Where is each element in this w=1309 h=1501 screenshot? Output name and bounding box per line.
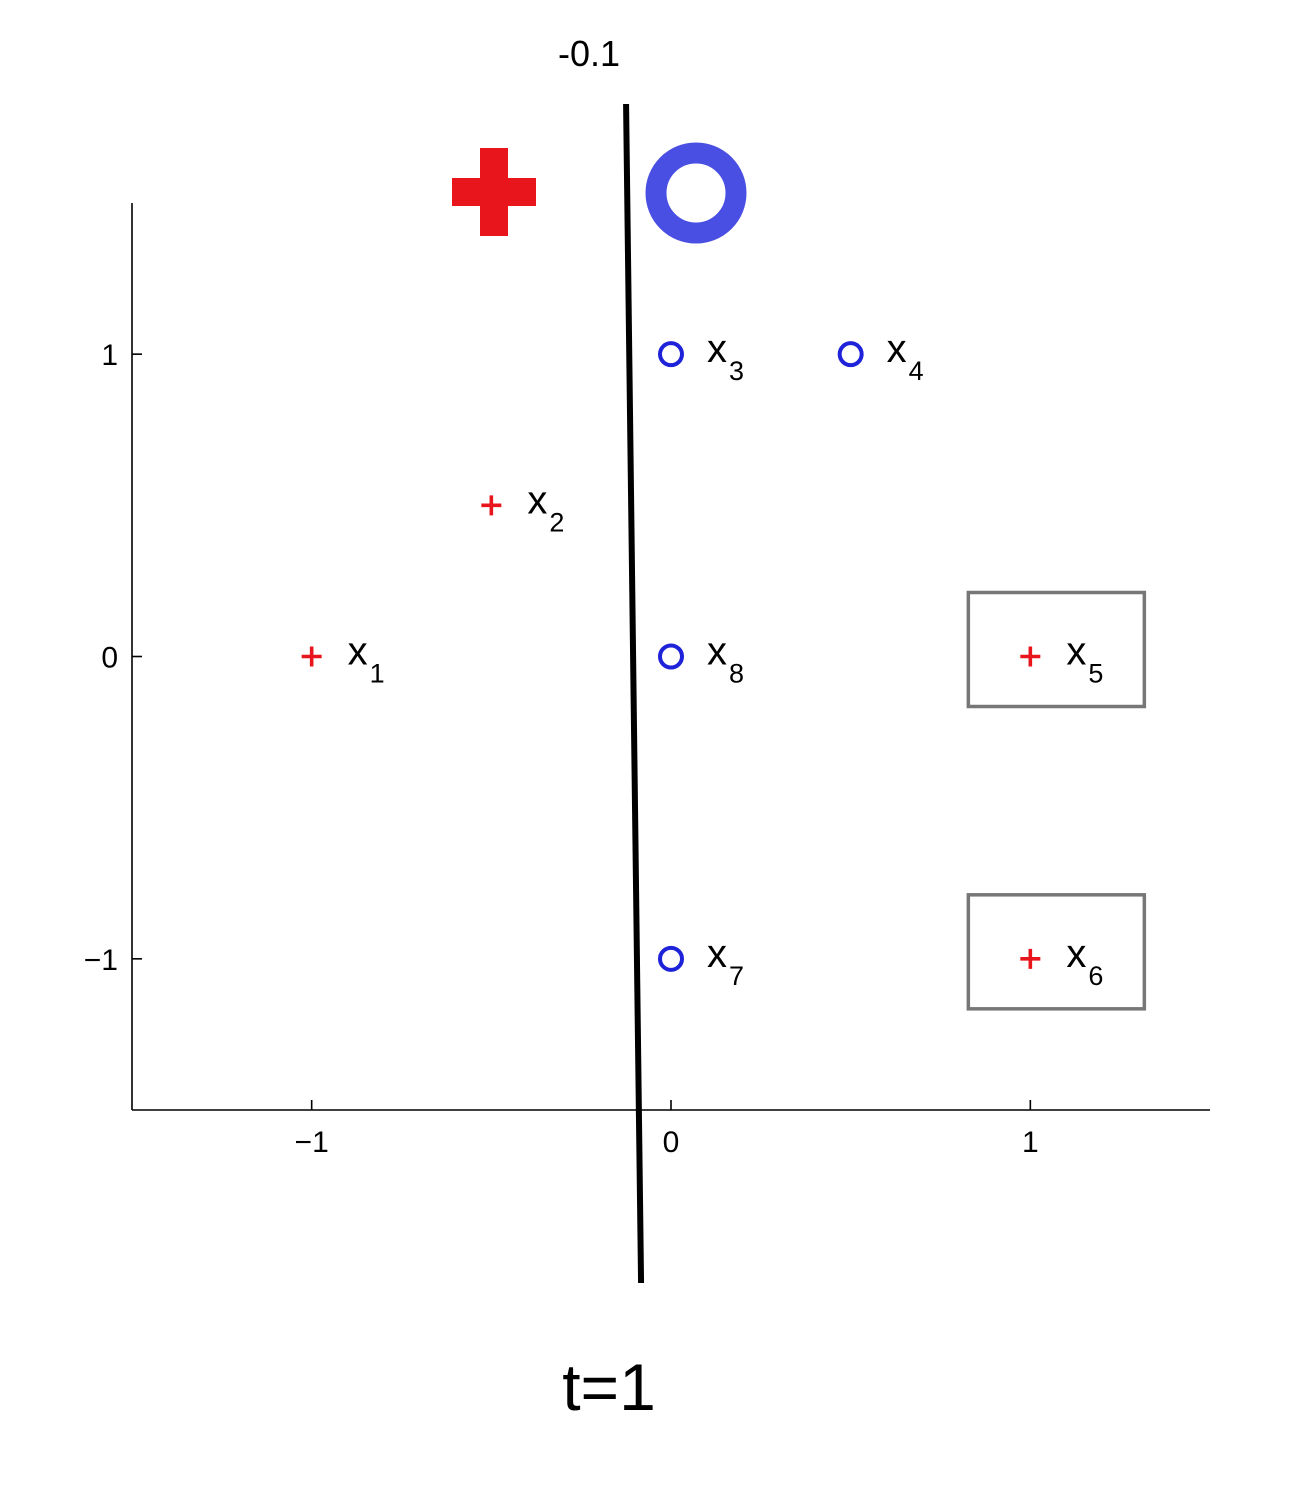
circle-marker [658,945,684,972]
point-label-subscript: 8 [729,659,744,689]
x-tick-label: 0 [663,1126,680,1159]
point-label: x [1066,932,1086,976]
highlight-box [966,893,1147,1011]
point-label-subscript: 5 [1088,659,1103,689]
circle-marker [837,341,864,368]
point-label-subscript: 2 [549,507,564,537]
point-label: x [348,630,368,674]
point-label: x [707,327,727,371]
plus-marker [481,495,502,516]
point-label-subscript: 6 [1088,961,1103,991]
boundary-line [623,103,645,1284]
axes: −1 0 1 1 0 −1 [84,203,1210,1159]
point-label-subscript: 3 [729,356,744,386]
y-tick-label: −1 [84,944,118,977]
highlight-box [966,590,1147,709]
point-label: x [1066,630,1086,674]
point-label: x [707,932,727,976]
big-plus-marker [452,148,536,236]
iteration-label: t=1 [562,1350,656,1424]
plus-marker [1020,646,1041,667]
plus-marker [301,646,322,667]
point-label-subscript: 1 [370,659,385,689]
y-tick-label: 1 [101,339,118,372]
circle-marker [658,643,684,670]
circle-marker [658,341,684,368]
point-label: x [707,630,727,674]
x-tick-label: −1 [295,1126,329,1159]
y-tick-label: 0 [101,642,118,675]
point-label-subscript: 7 [729,961,744,991]
class-legend [452,142,747,244]
decision-boundary [623,103,645,1284]
x-tick-label: 1 [1022,1126,1039,1159]
big-circle-marker [645,142,747,244]
point-label: x [887,327,907,371]
threshold-label: -0.1 [558,33,620,74]
point-label-subscript: 4 [909,356,924,386]
point-label: x [527,478,547,522]
highlight-boxes [966,590,1147,1011]
plus-marker [1020,948,1041,969]
